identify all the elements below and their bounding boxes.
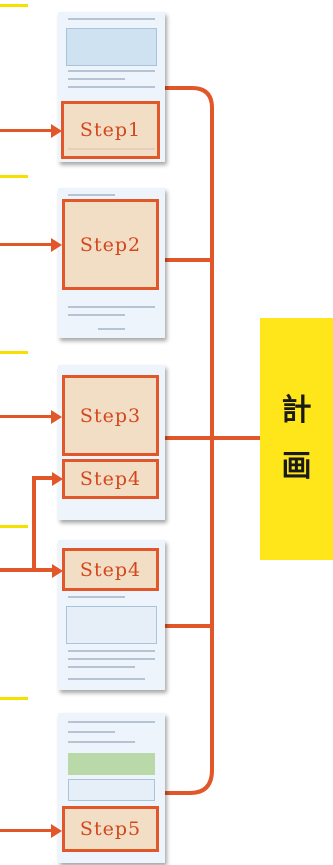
step5-box: Step5 — [62, 806, 159, 852]
arrow-step5-line — [0, 829, 52, 832]
step4-link — [32, 476, 62, 572]
step4-box-lower: Step4 — [62, 548, 159, 591]
arrow-step4-lower-head — [52, 563, 63, 578]
arrow-step3-line — [0, 415, 52, 418]
step4-box-upper: Step4 — [62, 459, 159, 499]
yellow-tick-4 — [0, 525, 28, 528]
arrow-step2-line — [0, 243, 52, 246]
yellow-tick-5 — [0, 697, 28, 700]
main-bracket — [163, 86, 214, 795]
arrow-step2-head — [51, 237, 62, 252]
plan-label: 計 画 — [260, 318, 333, 560]
arrow-step4-upper-head — [52, 471, 63, 486]
yellow-tick-3 — [0, 351, 28, 354]
arrow-step3-head — [51, 409, 62, 424]
arrow-step1-line — [0, 129, 52, 132]
arrow-step1-head — [51, 123, 62, 138]
step1-box: Step1 — [61, 101, 160, 159]
plan-label-char-2: 画 — [281, 449, 312, 484]
plan-label-char-1: 計 — [281, 393, 312, 428]
yellow-tick-1 — [0, 4, 28, 7]
yellow-tick-2 — [0, 175, 28, 178]
arrow-step5-head — [51, 823, 62, 838]
step2-box: Step2 — [62, 199, 159, 290]
step3-box: Step3 — [62, 375, 159, 456]
